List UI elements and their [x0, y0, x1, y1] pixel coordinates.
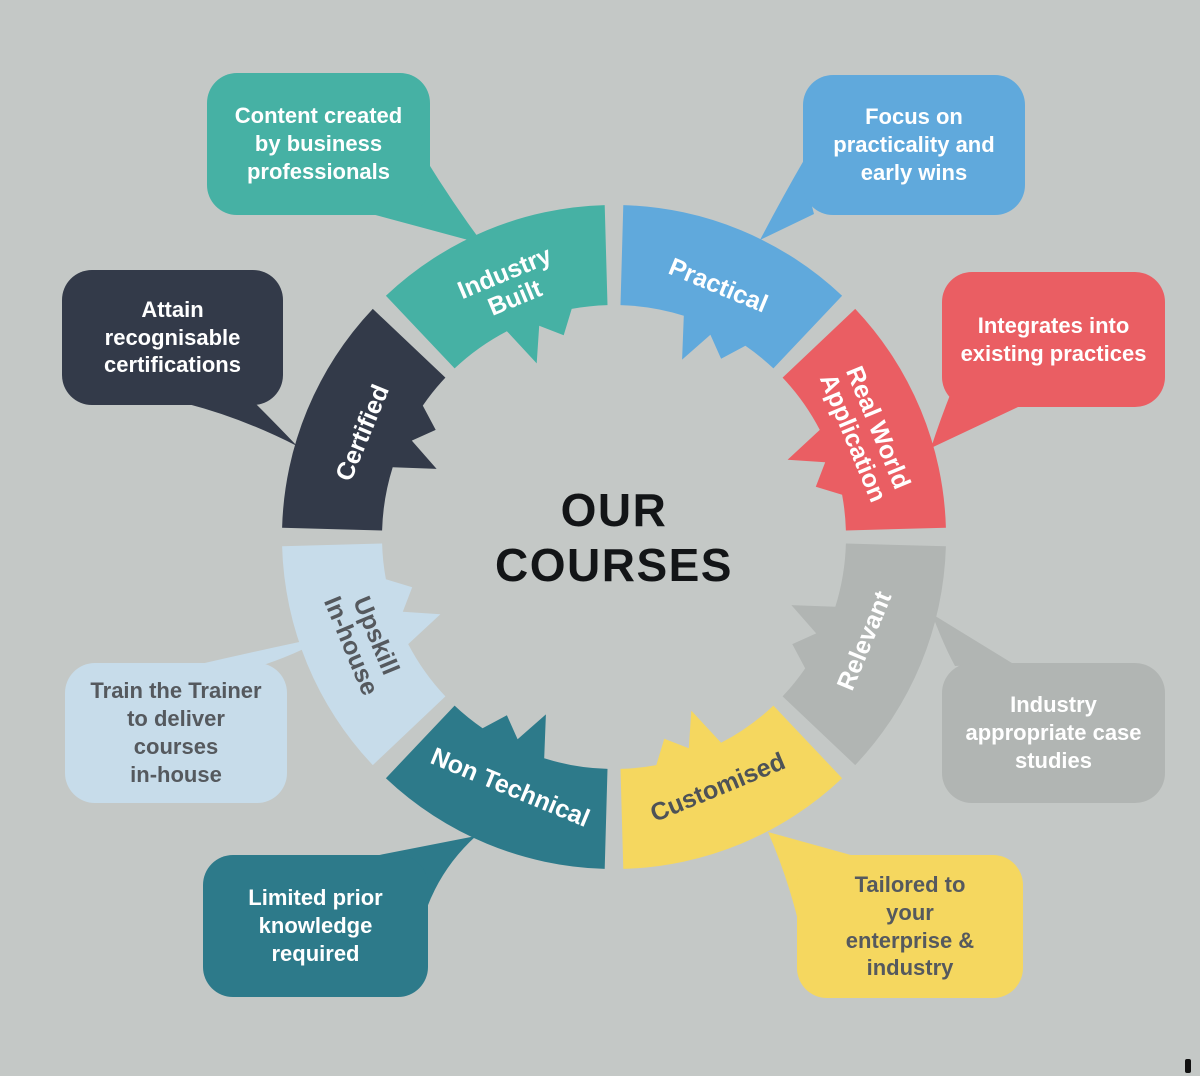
- segment-certified: [282, 308, 446, 531]
- segment-non-technical: [385, 705, 608, 869]
- bubble-upskill-in-house: Train the Trainer to deliver courses in-…: [65, 663, 287, 803]
- bubble-tail-upskill-in-house: [196, 636, 328, 668]
- segment-relevant: [782, 543, 946, 766]
- bubble-tail-certified: [188, 402, 297, 446]
- segment-customised: [620, 705, 843, 869]
- bubble-tail-relevant: [932, 614, 1020, 668]
- segment-practical: [620, 205, 843, 369]
- bubble-certified-text: Attain recognisable certifications: [104, 296, 241, 378]
- diagram-title: OUR COURSES: [495, 483, 733, 591]
- bubble-real-world-application: Integrates into existing practices: [942, 272, 1165, 407]
- bubble-real-world-application-text: Integrates into existing practices: [960, 312, 1147, 366]
- bubble-relevant: Industry appropriate case studies: [942, 663, 1165, 803]
- bubble-upskill-in-house-text: Train the Trainer to deliver courses in-…: [90, 678, 262, 787]
- bubble-practical-text: Focus on practicality and early wins: [833, 104, 995, 185]
- stray-mark: [1185, 1059, 1191, 1073]
- bubble-certified: Attain recognisable certifications: [62, 270, 283, 405]
- bubble-tail-industry-built: [368, 158, 483, 244]
- segment-real-world-application: [782, 308, 946, 531]
- bubble-customised: Tailored to your enterprise & industry: [797, 855, 1023, 998]
- bubble-industry-built: Content created by business professional…: [207, 73, 430, 215]
- bubble-customised-text: Tailored to your enterprise & industry: [845, 871, 975, 981]
- bubble-non-technical-text: Limited prior knowledge required: [248, 885, 383, 966]
- bubble-tail-practical: [760, 160, 814, 240]
- bubble-relevant-text: Industry appropriate case studies: [965, 692, 1142, 773]
- bubble-industry-built-text: Content created by business professional…: [234, 103, 403, 184]
- bubble-non-technical: Limited prior knowledge required: [203, 855, 428, 997]
- bubble-practical: Focus on practicality and early wins: [803, 75, 1025, 215]
- segment-upskill-in-house: [282, 543, 446, 766]
- segment-industry-built: [385, 205, 608, 369]
